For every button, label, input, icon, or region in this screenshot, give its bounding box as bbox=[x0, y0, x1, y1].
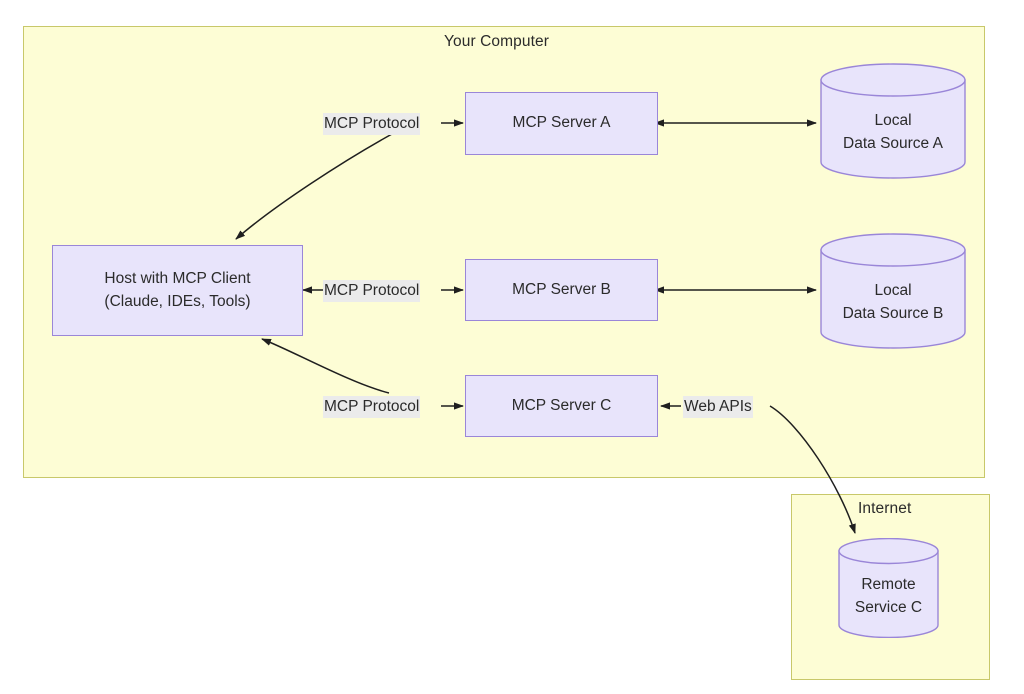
node-host[interactable]: Host with MCP Client (Claude, IDEs, Tool… bbox=[52, 245, 303, 336]
node-server-c-label: MCP Server C bbox=[511, 396, 612, 414]
edge-web-apis-to-remote-c bbox=[769, 405, 856, 534]
edge-label-web-apis: Web APIs bbox=[683, 396, 753, 419]
node-server-b[interactable]: MCP Server B bbox=[465, 259, 658, 321]
cylinder-shape bbox=[838, 537, 939, 639]
datastore-local-b[interactable]: Local Data Source B bbox=[820, 233, 966, 349]
node-server-b-label: MCP Server B bbox=[512, 280, 611, 298]
edge-label-mcp-protocol-b: MCP Protocol bbox=[323, 280, 421, 303]
group-your-computer-title: Your Computer bbox=[444, 33, 549, 50]
cylinder-shape bbox=[820, 233, 966, 349]
edge-server-a-to-host bbox=[235, 133, 393, 240]
node-server-a[interactable]: MCP Server A bbox=[465, 92, 658, 155]
node-server-a-label: MCP Server A bbox=[512, 114, 611, 132]
node-host-line2: (Claude, IDEs, Tools) bbox=[104, 292, 251, 310]
node-server-c[interactable]: MCP Server C bbox=[465, 375, 658, 437]
edge-label-mcp-protocol-c: MCP Protocol bbox=[323, 396, 421, 419]
node-host-line1: Host with MCP Client bbox=[104, 270, 251, 288]
group-internet bbox=[791, 494, 990, 680]
datastore-local-a[interactable]: Local Data Source A bbox=[820, 63, 966, 179]
node-host-text: Host with MCP Client (Claude, IDEs, Tool… bbox=[104, 268, 250, 313]
datastore-remote-c[interactable]: Remote Service C bbox=[838, 537, 939, 639]
edge-label-mcp-protocol-a: MCP Protocol bbox=[323, 113, 421, 136]
edge-server-c-to-host bbox=[261, 338, 390, 394]
group-internet-title: Internet bbox=[858, 500, 912, 517]
cylinder-shape bbox=[820, 63, 966, 179]
